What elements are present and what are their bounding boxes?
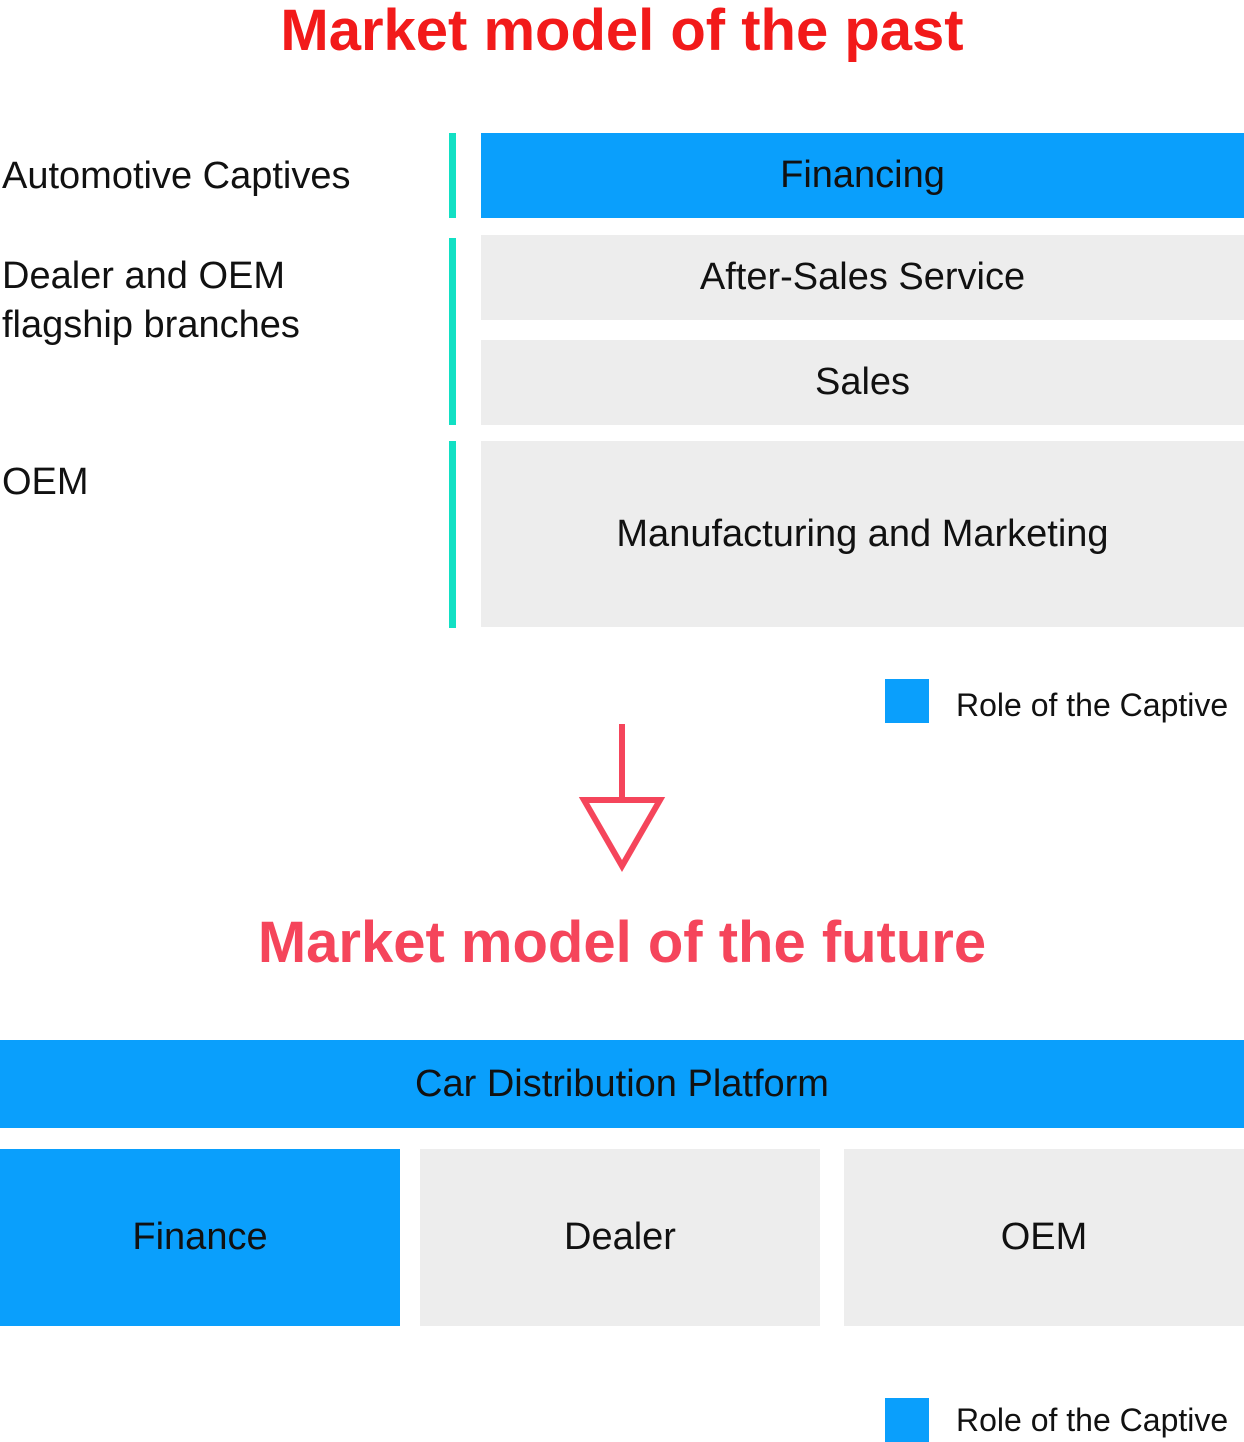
row-label-dealer-line1: Dealer and OEM: [2, 255, 286, 297]
box-finance: Finance: [0, 1149, 400, 1326]
row-divider: [449, 133, 456, 218]
legend-swatch: [885, 1398, 929, 1442]
row-label-dealer-line2: flagship branches: [2, 304, 300, 346]
row-divider: [449, 238, 456, 425]
down-arrow-icon: [578, 724, 666, 873]
row-label-automotive-captives: Automotive Captives: [2, 155, 351, 197]
box-dealer: Dealer: [420, 1149, 820, 1326]
legend-label: Role of the Captive: [956, 687, 1229, 723]
past-title: Market model of the past: [280, 0, 964, 63]
legend-swatch: [885, 679, 929, 723]
row-divider: [449, 441, 456, 628]
box-sales: Sales: [481, 340, 1244, 425]
box-oem: OEM: [844, 1149, 1244, 1326]
row-label-oem: OEM: [2, 461, 89, 503]
box-financing: Financing: [481, 133, 1244, 218]
box-manufacturing-and-marketing: Manufacturing and Marketing: [481, 441, 1244, 627]
legend-label: Role of the Captive: [956, 1402, 1229, 1438]
box-after-sales-service: After-Sales Service: [481, 235, 1244, 320]
box-car-distribution-platform: Car Distribution Platform: [0, 1040, 1244, 1128]
future-title: Market model of the future: [257, 910, 987, 975]
